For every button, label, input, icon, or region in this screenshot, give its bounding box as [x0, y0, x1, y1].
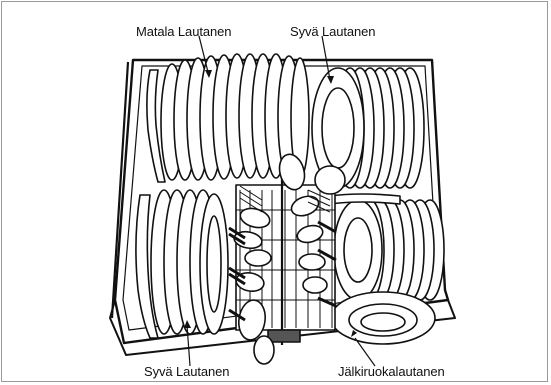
label-deep-plate-top: Syvä Lautanen	[290, 24, 375, 39]
label-dessert-plate: Jälkiruokalautanen	[338, 364, 445, 379]
label-shallow-plate: Matala Lautanen	[136, 24, 231, 39]
deep-plates-front-right	[330, 194, 444, 300]
dessert-plate	[331, 292, 435, 344]
label-deep-plate-bottom: Syvä Lautanen	[144, 364, 229, 379]
deep-plates-front	[136, 190, 228, 338]
